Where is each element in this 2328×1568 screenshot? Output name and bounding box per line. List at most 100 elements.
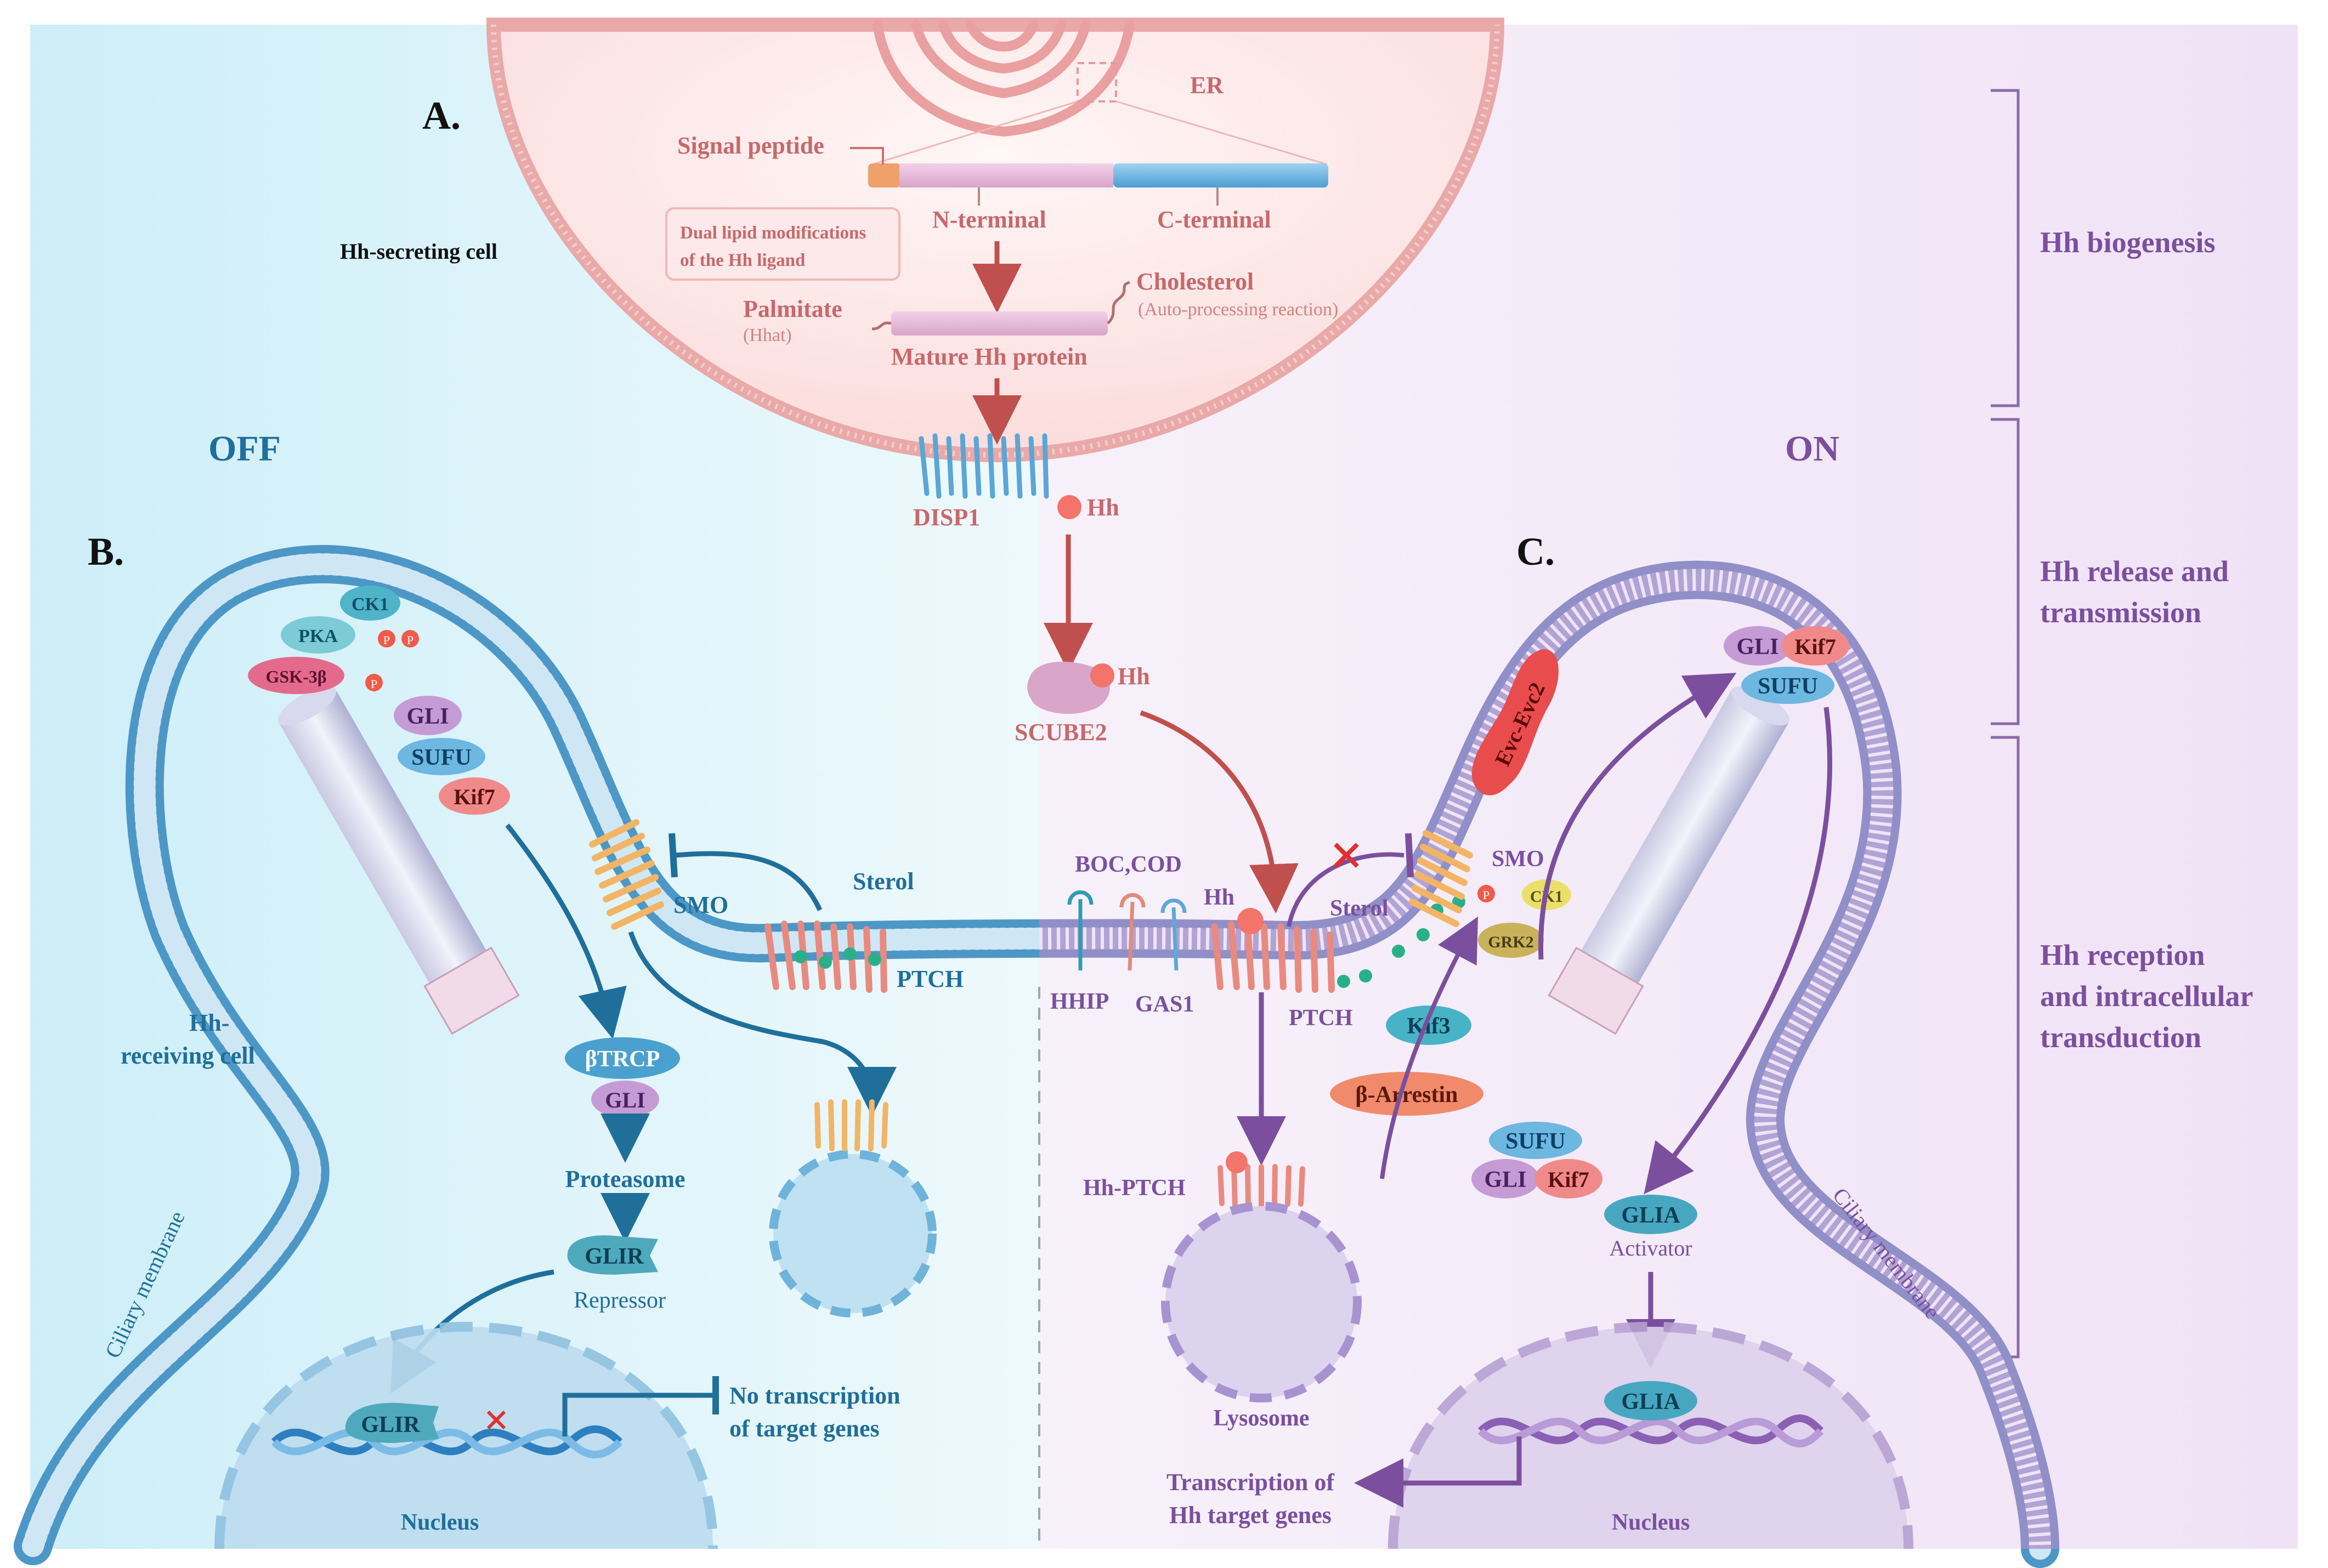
glia	[1604, 1195, 1697, 1234]
disp1-transporter	[919, 433, 1049, 499]
stage-release-2: transmission	[2040, 596, 2201, 629]
label-pka-off: PKA	[298, 626, 338, 646]
label-activator: Activator	[1609, 1236, 1692, 1260]
label-dual-lipid-2: of the Hh ligand	[680, 251, 805, 270]
label-gli-top: GLI	[1736, 634, 1778, 660]
label-kif7-on: Kif7	[1548, 1167, 1589, 1192]
smo-phospho	[1477, 885, 1495, 902]
stage-biogenesis: Hh biogenesis	[2040, 226, 2216, 259]
smo-off	[589, 819, 664, 930]
mature-hh-bar	[871, 281, 1130, 336]
label-hh-ptch: Hh-PTCH	[1083, 1175, 1186, 1201]
hh-ligand-released	[1057, 495, 1081, 519]
label-hh-scube2: Hh	[1118, 663, 1150, 690]
secreting-cell-label: Hh-secreting cell	[340, 239, 497, 264]
label-grk2-on: GRK2	[1488, 933, 1533, 951]
stage-reception-3: transduction	[2040, 1021, 2201, 1054]
inhibit-bar-on	[1405, 833, 1414, 878]
arrow-to-transcription	[1354, 1436, 1522, 1508]
gsk-off	[248, 657, 344, 694]
cilium-on	[1548, 686, 1790, 1035]
label-glia: GLIA	[1621, 1203, 1680, 1228]
label-ptch-off: PTCH	[897, 965, 964, 992]
panel-c-label: C.	[1516, 530, 1555, 573]
label-sufu-on: SUFU	[1505, 1129, 1566, 1154]
label-glir: GLIR	[585, 1244, 644, 1269]
stage-release-1: Hh release and	[2040, 555, 2229, 588]
ptch-on	[1211, 921, 1335, 993]
hh-ligand-scube2	[1090, 663, 1114, 688]
inhibit-ptch-smo	[674, 851, 823, 911]
label-no-transcription-2: of target genes	[729, 1415, 880, 1442]
off-kinases: CK1 PKA GSK-3β P P P	[248, 586, 419, 694]
label-sufu-off: SUFU	[411, 745, 472, 770]
label-repressor: Repressor	[574, 1288, 666, 1313]
kif7-off	[439, 777, 510, 815]
label-nucleus-on: Nucleus	[1612, 1510, 1690, 1535]
er-zoom-box	[1077, 62, 1117, 103]
btrcp	[565, 1037, 680, 1079]
label-transcription-2: Hh target genes	[1169, 1502, 1332, 1529]
phospho-3: P	[371, 677, 377, 691]
hh-precursor	[868, 163, 1328, 188]
lysosome	[1161, 1202, 1362, 1402]
arrestin	[1330, 1072, 1483, 1116]
signal-peptide-pointer	[850, 147, 884, 164]
dna-off	[271, 1425, 622, 1458]
no-transcription-x	[486, 1410, 506, 1430]
kif7-top	[1781, 626, 1849, 666]
arrow-down-cilium	[1644, 707, 1832, 1195]
label-receiving-cell-1: Hh-	[189, 1009, 229, 1036]
glir-shape	[567, 1235, 658, 1275]
arrow-arrestin-to-smo	[1380, 916, 1479, 1179]
glia-on-dna	[1604, 1381, 1697, 1421]
inhibit-blocked	[1287, 852, 1404, 927]
label-arrestin: β-Arrestin	[1356, 1082, 1458, 1107]
label-gas1: GAS1	[1135, 992, 1194, 1017]
label-n-terminal: N-terminal	[932, 206, 1046, 233]
on-label: ON	[1785, 429, 1839, 469]
hh-on-internalized	[1226, 1151, 1248, 1173]
block-transcription	[562, 1393, 713, 1436]
panel-a-label: A.	[422, 94, 461, 138]
kif3	[1386, 1005, 1471, 1045]
er-zoom-lines	[871, 100, 1328, 166]
label-dual-lipid-1: Dual lipid modifications	[680, 223, 866, 243]
label-hh-released: Hh	[1087, 494, 1119, 521]
label-glia-dna: GLIA	[1621, 1389, 1680, 1414]
label-er: ER	[1190, 72, 1224, 99]
label-btrcp: βTRCP	[585, 1047, 660, 1072]
smo-on	[1409, 830, 1473, 927]
grk2-on	[1478, 923, 1544, 958]
sufu-off	[398, 738, 485, 775]
ck1-off	[340, 586, 400, 621]
smo-vesicle	[814, 1099, 888, 1151]
co-receptors	[1067, 890, 1187, 971]
vesicle-off	[769, 1150, 937, 1317]
label-kif7-top: Kif7	[1794, 634, 1836, 659]
label-glir-dna: GLIR	[361, 1412, 420, 1438]
dual-lipid-box: Dual lipid modifications of the Hh ligan…	[665, 207, 900, 281]
label-smo-on: SMO	[1492, 847, 1544, 872]
gli-top	[1724, 626, 1792, 666]
label-lysosome: Lysosome	[1213, 1406, 1309, 1431]
label-hhat: (Hhat)	[743, 325, 792, 345]
secreting-cell	[486, 18, 1505, 463]
label-proteasome: Proteasome	[565, 1166, 685, 1192]
dna-on	[1478, 1414, 1823, 1447]
smo-phospho-label: P	[1483, 888, 1489, 902]
label-gli-off: GLI	[406, 704, 449, 729]
label-gsk-off: GSK-3β	[265, 667, 326, 686]
sufu-on	[1489, 1122, 1582, 1159]
hh-ptch-internalized	[1217, 1164, 1305, 1208]
label-mature-hh: Mature Hh protein	[891, 343, 1087, 370]
cilium-off	[277, 686, 520, 1035]
arrow-complex-to-btrcp	[505, 823, 627, 1039]
label-kif7-off: Kif7	[454, 785, 495, 809]
label-auto-processing: (Auto-processing reaction)	[1138, 299, 1338, 320]
stage-reception-1: Hh reception	[2040, 939, 2205, 972]
gli-on	[1471, 1159, 1539, 1198]
label-nucleus-off: Nucleus	[401, 1510, 479, 1535]
panel-b-label: B.	[88, 530, 124, 573]
blocked-x	[1334, 843, 1359, 868]
